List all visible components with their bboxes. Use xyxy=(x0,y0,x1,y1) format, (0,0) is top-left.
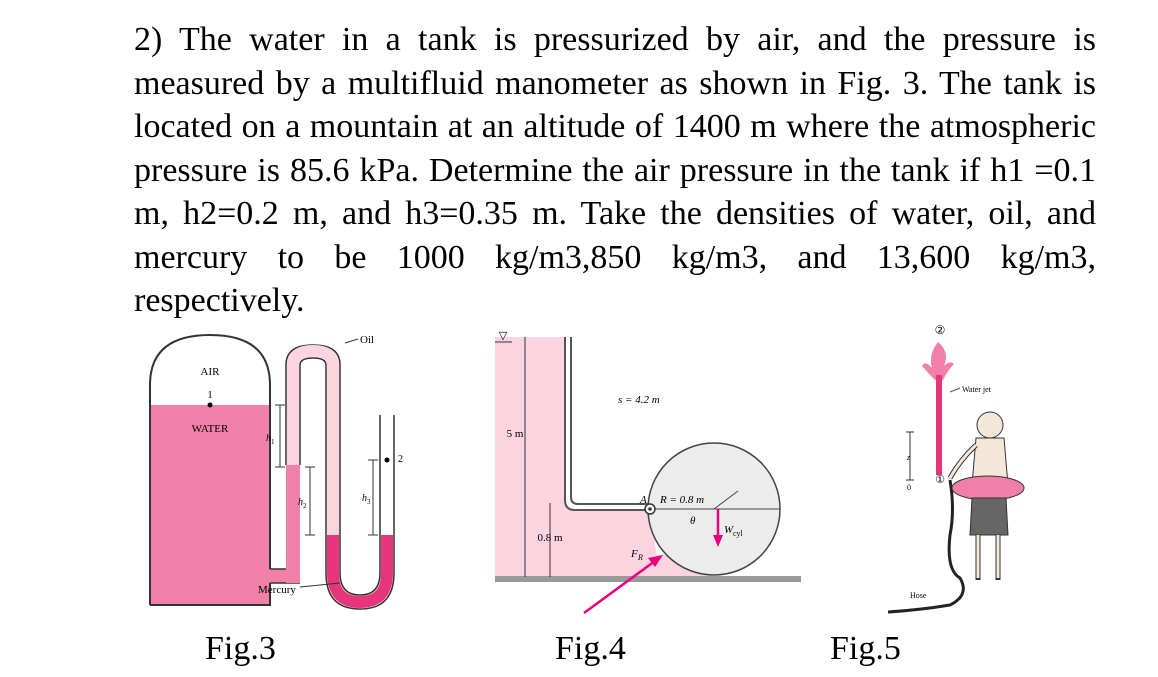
point2-marker xyxy=(384,457,390,463)
svg-text:θ: θ xyxy=(690,515,696,527)
fig3-caption: Fig.3 xyxy=(205,630,276,667)
svg-text:z: z xyxy=(906,453,911,462)
fig3-manometer-diagram: AIR 1 WATER h 1 h 2 h 3 2 Oil Mercury xyxy=(149,333,403,610)
water-jet xyxy=(936,375,942,475)
svg-text:s = 4.2 m: s = 4.2 m xyxy=(618,394,660,406)
fig5-water-jet-diagram: ② Water jet z 0 ① Hose xyxy=(887,323,1025,614)
svg-text:0.8 m: 0.8 m xyxy=(537,532,563,544)
svg-text:Water jet: Water jet xyxy=(962,385,992,394)
svg-text:R: R xyxy=(637,553,643,562)
fig5-caption: Fig.5 xyxy=(830,630,901,667)
svg-text:②: ② xyxy=(935,323,946,337)
svg-text:cyl: cyl xyxy=(733,529,744,538)
svg-text:Hose: Hose xyxy=(910,591,927,600)
fig4-caption: Fig.4 xyxy=(555,630,626,667)
svg-text:W: W xyxy=(724,524,734,536)
svg-text:h: h xyxy=(298,497,303,508)
svg-text:A: A xyxy=(639,494,647,506)
fig4-water xyxy=(495,337,660,577)
svg-text:0: 0 xyxy=(907,483,911,492)
oil-label: Oil xyxy=(360,334,374,346)
fig4-cylinder-gate-diagram: ▽ 5 m s = 4.2 m 0.8 m A R = 0.8 m θ W cy… xyxy=(495,330,801,615)
resultant-force-arrow xyxy=(583,559,656,615)
svg-text:①: ① xyxy=(935,474,945,486)
point1-marker xyxy=(207,402,213,408)
oil-tube xyxy=(285,344,361,596)
mercury-tube xyxy=(327,535,393,609)
boy-figure xyxy=(947,411,1025,580)
ground xyxy=(495,576,801,582)
tank-outline xyxy=(149,333,271,605)
svg-text:1: 1 xyxy=(271,438,275,446)
svg-text:2: 2 xyxy=(303,502,307,510)
svg-text:h: h xyxy=(362,493,367,504)
svg-text:F: F xyxy=(630,548,638,560)
svg-text:R = 0.8 m: R = 0.8 m xyxy=(659,494,704,506)
water-label: WATER xyxy=(192,423,229,435)
svg-text:▽: ▽ xyxy=(499,330,508,342)
tank-water xyxy=(150,405,270,605)
point2-label: 2 xyxy=(398,454,403,465)
mercury-label: Mercury xyxy=(258,584,296,596)
point1-label: 1 xyxy=(207,389,213,401)
swim-ring xyxy=(951,475,1025,501)
air-label: AIR xyxy=(201,366,221,378)
problem-statement: 2) The water in a tank is pressurized by… xyxy=(134,21,1096,319)
svg-text:3: 3 xyxy=(367,498,371,506)
hose xyxy=(887,479,965,614)
svg-text:h: h xyxy=(266,433,271,444)
svg-text:5 m: 5 m xyxy=(507,428,524,440)
